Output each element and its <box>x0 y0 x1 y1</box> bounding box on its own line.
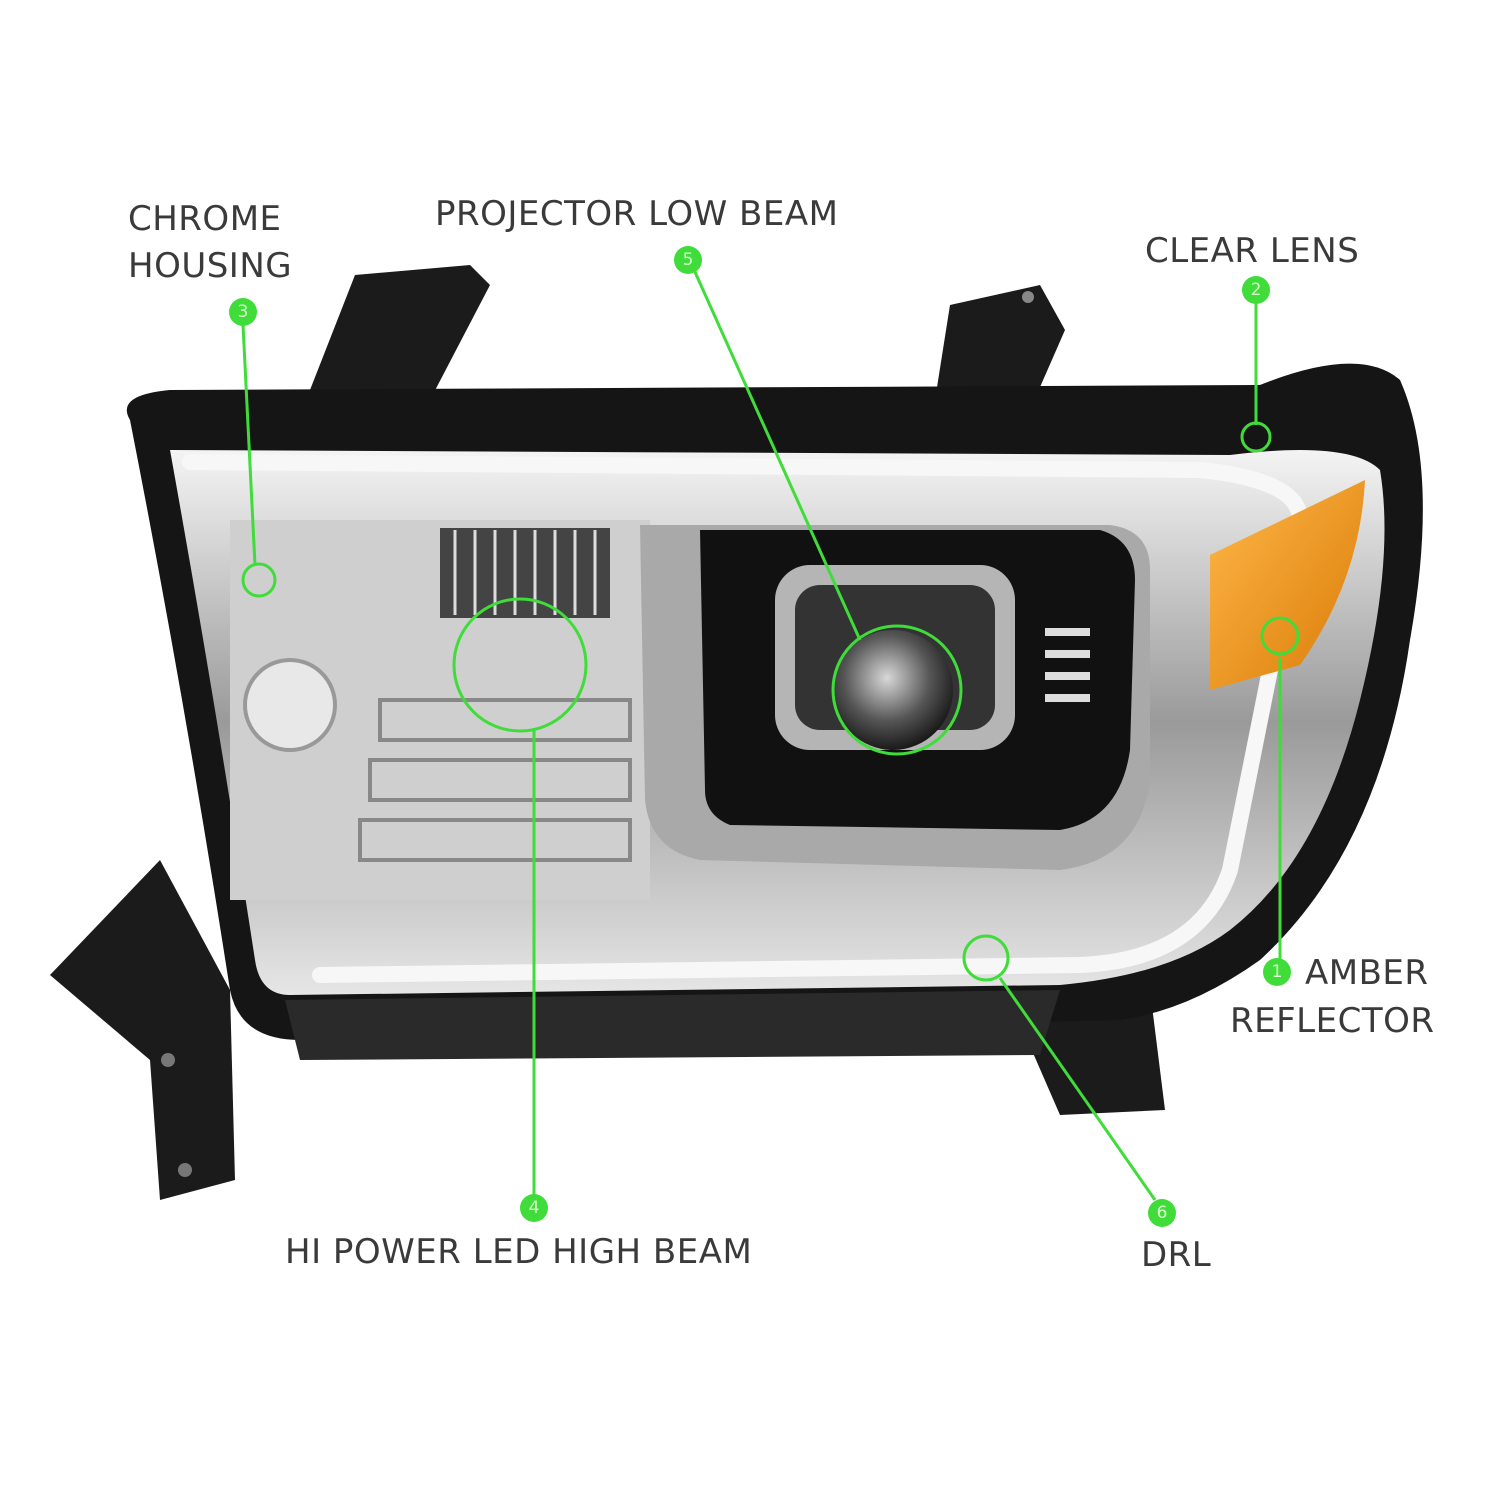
ring-high-beam <box>452 597 588 733</box>
callout-lines <box>241 271 1282 1201</box>
svg-text:2: 2 <box>1251 280 1262 300</box>
callout-rings <box>241 421 1300 982</box>
ring-drl <box>962 934 1010 982</box>
label-drl: DRL <box>1141 1235 1212 1275</box>
label-chrome-housing: CHROME <box>128 199 282 239</box>
svg-text:1: 1 <box>1272 962 1283 982</box>
badge-6: 6 <box>1148 1199 1176 1227</box>
label-clear-lens: CLEAR LENS <box>1145 231 1360 271</box>
amber-reflector <box>1210 480 1365 690</box>
label-low-beam: PROJECTOR LOW BEAM <box>435 194 839 234</box>
drl-bar <box>182 454 1309 983</box>
svg-text:6: 6 <box>1157 1203 1168 1223</box>
ring-low-beam <box>831 624 963 756</box>
badge-1: 1 <box>1263 958 1291 986</box>
ring-clear-lens <box>1240 421 1272 453</box>
ring-amber-reflector <box>1260 616 1300 656</box>
label-amber-reflector-line2: REFLECTOR <box>1230 1001 1435 1041</box>
svg-text:3: 3 <box>238 302 249 322</box>
badge-5: 5 <box>674 246 702 274</box>
label-amber-reflector: AMBER <box>1305 953 1429 993</box>
label-chrome-housing-line2: HOUSING <box>128 246 293 286</box>
label-high-beam: HI POWER LED HIGH BEAM <box>285 1232 753 1272</box>
badge-3: 3 <box>229 298 257 326</box>
callout-badges: 1 2 3 4 5 6 <box>229 246 1291 1227</box>
ring-chrome-housing <box>241 562 277 598</box>
badge-2: 2 <box>1242 276 1270 304</box>
svg-text:4: 4 <box>529 1198 540 1218</box>
svg-text:5: 5 <box>683 250 694 270</box>
badge-4: 4 <box>520 1194 548 1222</box>
